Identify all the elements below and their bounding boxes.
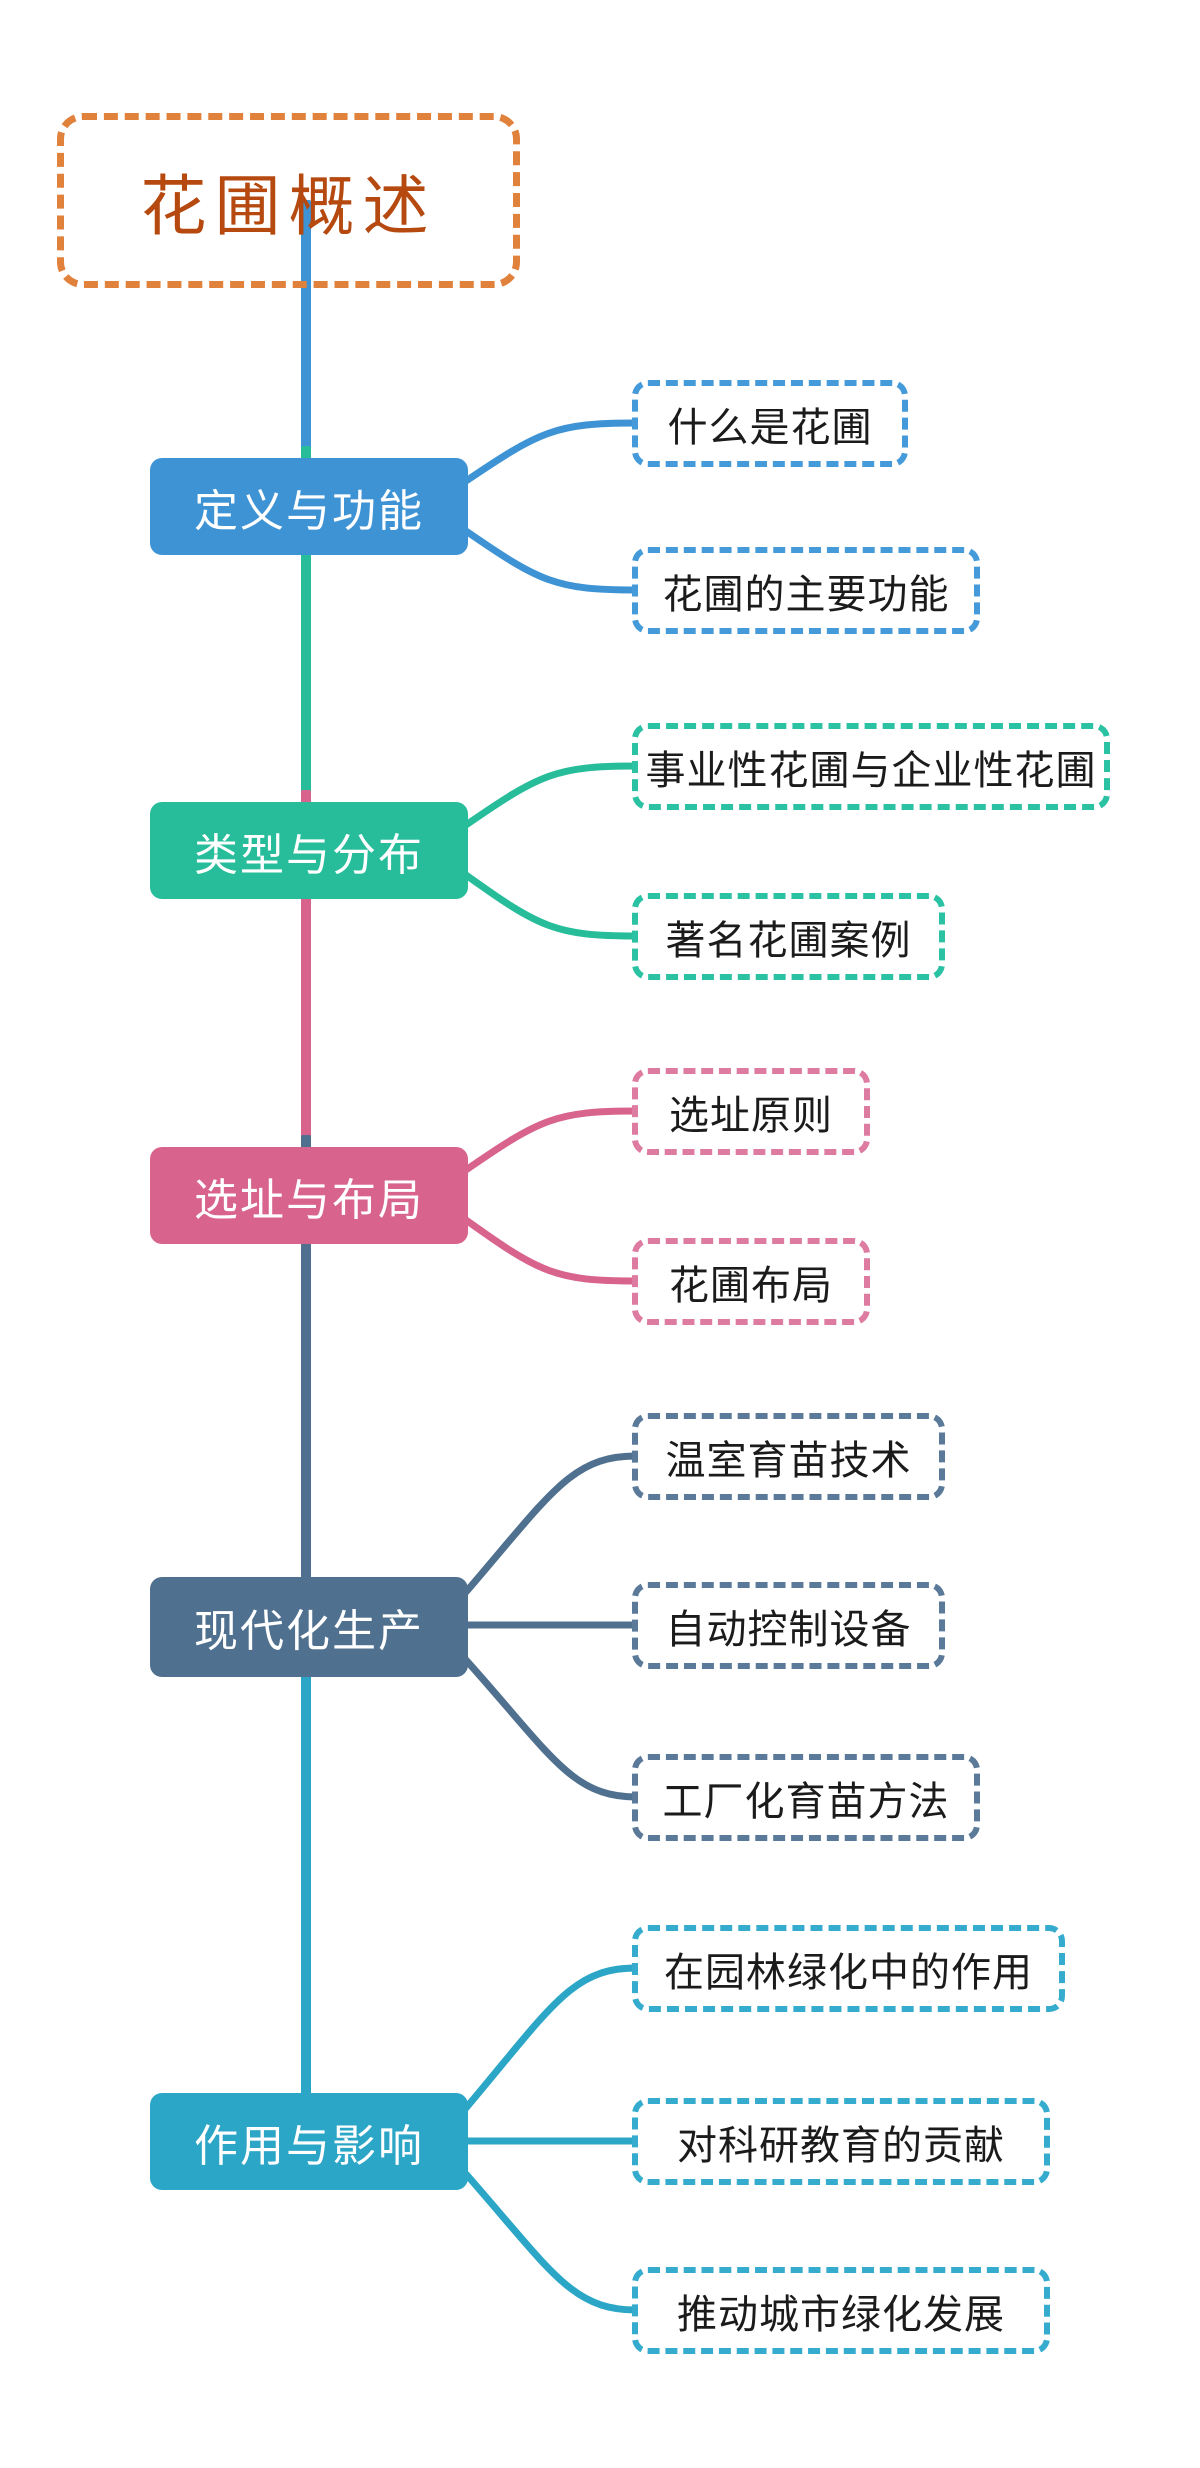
connector-branch2-child2 [462, 871, 640, 940]
connector-branch3-child2 [462, 1216, 640, 1285]
child-node-5-2[interactable]: 对科研教育的贡献 [632, 2098, 1050, 2185]
child-node-1-2-label: 花圃的主要功能 [662, 572, 950, 617]
connector-branch4-child3 [462, 1656, 640, 1801]
child-node-1-2[interactable]: 花圃的主要功能 [632, 547, 980, 634]
child-node-3-2-label: 花圃布局 [669, 1263, 833, 1308]
connector-branch5-child3 [462, 2170, 640, 2314]
child-node-2-1-label: 事业性花圃与企业性花圃 [645, 748, 1097, 793]
trunk-branch2-to-branch3 [301, 790, 311, 1160]
child-node-1-1-label: 什么是花圃 [667, 405, 873, 450]
branch-node-2[interactable]: 类型与分布 [150, 802, 468, 899]
branch-node-3-label: 选址与布局 [194, 1175, 424, 1225]
child-node-3-1-label: 选址原则 [669, 1093, 833, 1138]
branch-node-1[interactable]: 定义与功能 [150, 458, 468, 555]
child-node-5-3-label: 推动城市绿化发展 [677, 2292, 1005, 2337]
child-node-3-1[interactable]: 选址原则 [632, 1068, 870, 1155]
connector-branch2-child1 [462, 762, 640, 829]
branch-node-5-label: 作用与影响 [194, 2121, 424, 2171]
child-node-4-2-label: 自动控制设备 [665, 1607, 912, 1652]
child-node-2-2-label: 著名花圃案例 [665, 918, 912, 963]
branch-node-2-label: 类型与分布 [194, 830, 424, 880]
branch-node-4[interactable]: 现代化生产 [150, 1577, 468, 1677]
trunk-branch3-to-branch4 [301, 1135, 311, 1600]
child-node-4-1[interactable]: 温室育苗技术 [632, 1413, 945, 1500]
root-node[interactable]: 花圃概述 [57, 113, 520, 288]
trunk-branch4-to-branch5 [301, 1590, 311, 2100]
trunk-root-to-branch1 [301, 200, 311, 466]
connector-branch1-child2 [462, 527, 640, 594]
trunk-branch1-to-branch2 [301, 446, 311, 815]
child-node-2-2[interactable]: 著名花圃案例 [632, 893, 945, 980]
connector-branch3-child1 [462, 1107, 640, 1174]
child-node-5-1[interactable]: 在园林绿化中的作用 [632, 1925, 1065, 2012]
child-node-4-1-label: 温室育苗技术 [665, 1438, 912, 1483]
branch-node-1-label: 定义与功能 [194, 486, 424, 536]
child-node-5-2-label: 对科研教育的贡献 [677, 2123, 1005, 2168]
child-node-4-2[interactable]: 自动控制设备 [632, 1582, 945, 1669]
child-node-3-2[interactable]: 花圃布局 [632, 1238, 870, 1325]
connector-branch4-child1 [462, 1452, 640, 1596]
connector-branch1-child1 [462, 419, 640, 485]
branch-node-4-label: 现代化生产 [194, 1607, 424, 1656]
child-node-5-3[interactable]: 推动城市绿化发展 [632, 2267, 1050, 2354]
branch-node-3[interactable]: 选址与布局 [150, 1147, 468, 1244]
connector-branch5-child1 [462, 1964, 640, 2112]
branch-node-5[interactable]: 作用与影响 [150, 2093, 468, 2190]
child-node-1-1[interactable]: 什么是花圃 [632, 380, 908, 467]
root-node-label: 花圃概述 [140, 167, 437, 245]
child-node-4-3[interactable]: 工厂化育苗方法 [632, 1754, 980, 1841]
child-node-2-1[interactable]: 事业性花圃与企业性花圃 [632, 723, 1110, 810]
child-node-4-3-label: 工厂化育苗方法 [662, 1779, 950, 1824]
child-node-5-1-label: 在园林绿化中的作用 [664, 1950, 1033, 1995]
